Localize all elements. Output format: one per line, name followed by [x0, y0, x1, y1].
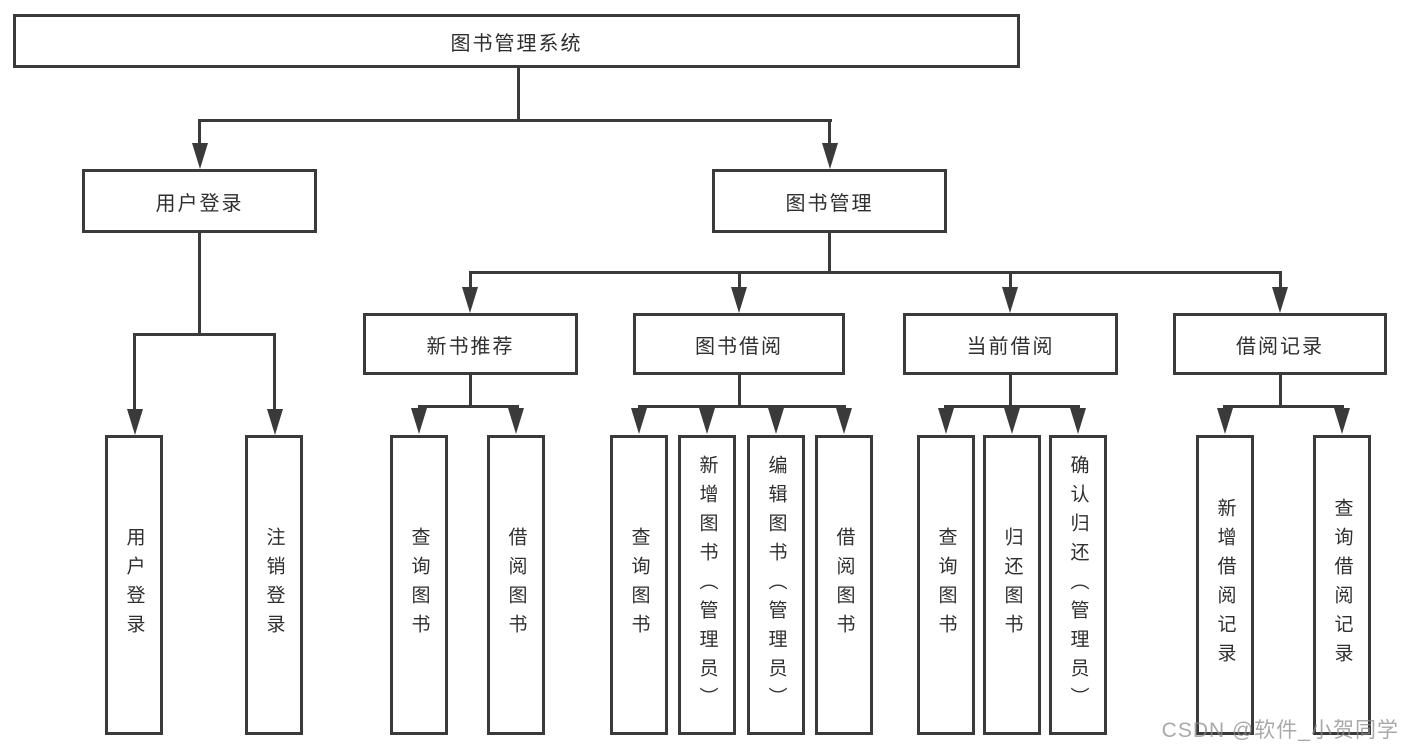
- connector-line: [469, 271, 472, 288]
- arrowhead: [508, 408, 524, 434]
- arrowhead: [1070, 408, 1086, 434]
- connector-line: [828, 119, 831, 146]
- connector-line: [1223, 405, 1344, 408]
- connector-line: [944, 405, 1080, 408]
- leaf-label: 新增借阅记录: [1214, 498, 1236, 672]
- connector-line: [198, 119, 832, 122]
- connector-line: [1009, 271, 1012, 288]
- node-label: 借阅记录: [1236, 335, 1324, 358]
- connector-line: [738, 271, 741, 288]
- leaf-label: 用户登录: [123, 527, 145, 643]
- arrowhead: [1334, 408, 1350, 434]
- node-label: 新书推荐: [426, 335, 515, 358]
- arrowhead: [462, 287, 478, 313]
- connector-line: [1009, 373, 1012, 408]
- leaf-label: 注销登录: [263, 527, 285, 643]
- connector-line: [133, 333, 136, 411]
- arrowhead: [1217, 408, 1233, 434]
- arrowhead: [1272, 287, 1288, 313]
- connector-line: [469, 373, 472, 408]
- arrowhead: [1002, 287, 1018, 313]
- leaf-return-books: 归还图书: [983, 435, 1041, 735]
- arrowhead: [631, 408, 647, 434]
- node-user-login: 用户登录: [82, 169, 317, 233]
- arrowhead: [127, 409, 143, 435]
- node-new-book-recommendation: 新书推荐: [363, 313, 578, 375]
- leaf-label: 查询图书: [408, 527, 430, 643]
- leaf-label: 查询借阅记录: [1331, 498, 1353, 672]
- connector-line: [418, 405, 519, 408]
- connector-line: [198, 119, 201, 146]
- arrowhead: [192, 143, 208, 169]
- connector-line: [198, 231, 201, 336]
- connector-line: [273, 333, 276, 411]
- leaf-query-borrow-record: 查询借阅记录: [1313, 435, 1371, 735]
- leaf-borrow-books-recommend: 借阅图书: [487, 435, 545, 735]
- node-book-management: 图书管理: [712, 169, 947, 233]
- arrowhead: [938, 408, 954, 434]
- arrowhead: [1004, 408, 1020, 434]
- node-library-management-system: 图书管理系统: [13, 14, 1020, 68]
- arrowhead: [731, 287, 747, 313]
- node-borrowing-records: 借阅记录: [1173, 313, 1387, 375]
- csdn-watermark: CSDN @软件_小贺同学: [1161, 719, 1399, 742]
- node-label: 图书借阅: [695, 335, 783, 358]
- arrowhead: [768, 408, 784, 434]
- leaf-query-books-recommend: 查询图书: [390, 435, 448, 735]
- leaf-borrow-books: 借阅图书: [815, 435, 873, 735]
- connector-line: [1279, 373, 1282, 408]
- arrowhead: [411, 408, 427, 434]
- leaf-query-books-current: 查询图书: [917, 435, 975, 735]
- node-book-borrowing: 图书借阅: [633, 313, 845, 375]
- connector-line: [638, 405, 846, 408]
- leaf-label: 新增图书（管理员）: [696, 454, 718, 716]
- leaf-confirm-return-admin: 确认归还（管理员）: [1049, 435, 1107, 735]
- leaf-logout: 注销登录: [245, 435, 303, 735]
- connector-line: [1279, 271, 1282, 288]
- connector-line: [133, 333, 276, 336]
- leaf-label: 查询图书: [628, 527, 650, 643]
- node-label: 图书管理: [785, 192, 874, 215]
- connector-line: [469, 271, 1282, 274]
- leaf-label: 归还图书: [1001, 527, 1023, 643]
- node-label: 图书管理系统: [450, 32, 583, 55]
- arrowhead: [267, 409, 283, 435]
- leaf-label: 确认归还（管理员）: [1067, 454, 1089, 716]
- leaf-user-login: 用户登录: [105, 435, 163, 735]
- arrowhead: [836, 408, 852, 434]
- leaf-label: 编辑图书（管理员）: [765, 454, 787, 716]
- leaf-add-books-admin: 新增图书（管理员）: [678, 435, 736, 735]
- connector-line: [517, 66, 520, 121]
- connector-line: [738, 373, 741, 408]
- leaf-add-borrow-record: 新增借阅记录: [1196, 435, 1254, 735]
- leaf-label: 借阅图书: [505, 527, 527, 643]
- leaf-label: 借阅图书: [833, 527, 855, 643]
- leaf-edit-books-admin: 编辑图书（管理员）: [747, 435, 805, 735]
- connector-line: [828, 231, 831, 274]
- arrowhead: [699, 408, 715, 434]
- node-label: 用户登录: [155, 192, 244, 215]
- arrowhead: [822, 143, 838, 169]
- leaf-query-books-borrow: 查询图书: [610, 435, 668, 735]
- node-current-borrowing: 当前借阅: [903, 313, 1118, 375]
- leaf-label: 查询图书: [935, 527, 957, 643]
- node-label: 当前借阅: [966, 335, 1055, 358]
